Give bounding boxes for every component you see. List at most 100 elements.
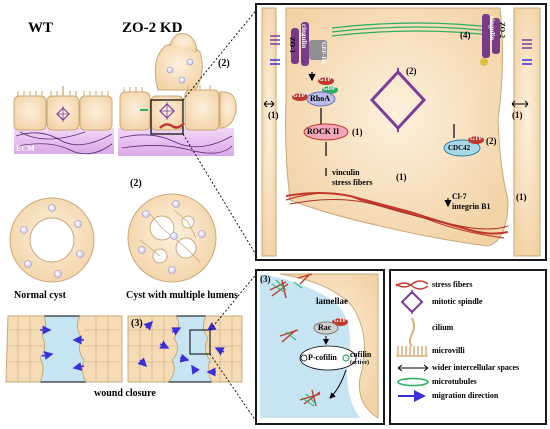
cofilin-dot bbox=[342, 354, 350, 362]
stress-fiber-icon bbox=[395, 280, 429, 290]
cofilin-ellipse bbox=[299, 345, 357, 371]
receptor-icons bbox=[270, 35, 532, 65]
mitotic-spindle-legend-icon bbox=[400, 290, 424, 314]
kd-nucleus-2 bbox=[186, 58, 194, 66]
cell-detail-panel bbox=[255, 3, 547, 261]
gtp-label-2: GTP bbox=[293, 93, 306, 99]
spindle-step-label: (2) bbox=[406, 66, 417, 76]
cingulin-left-label: cingulin bbox=[300, 24, 308, 49]
mitotic-spindle-icon bbox=[369, 68, 427, 132]
gtp-pill-1 bbox=[318, 77, 334, 85]
p-cofilin-label: P-cofilin bbox=[308, 353, 337, 362]
kd-cell-1 bbox=[119, 91, 151, 131]
wt-cell-1 bbox=[13, 95, 47, 131]
legend-label-wider-spaces: wider intercellular spaces bbox=[432, 363, 520, 372]
legend-label-stress-fibers: stress fibers bbox=[432, 280, 473, 289]
gef-h1-box bbox=[309, 40, 327, 60]
kd-title: ZO-2 KD bbox=[122, 20, 183, 36]
wt-ecm-fibers bbox=[15, 131, 113, 155]
microtubule-bundle bbox=[331, 22, 499, 37]
pathway-arrows bbox=[312, 72, 455, 156]
integrin-label: integrin B1 bbox=[452, 202, 491, 211]
right-step-4-label: (4) bbox=[460, 30, 471, 40]
cilium-icon bbox=[409, 317, 415, 347]
rac-label: Rac bbox=[318, 323, 332, 332]
zo2-right-label: ZO-2 bbox=[498, 22, 506, 38]
kd-bulging-cell bbox=[219, 91, 237, 129]
kd-ecm-fibers bbox=[119, 134, 233, 154]
normal-cyst-label: Normal cyst bbox=[14, 290, 66, 301]
stress-fiber-bundle-3 bbox=[289, 199, 509, 230]
regulation-arrows bbox=[325, 168, 448, 206]
cyst-step-2-label: (2) bbox=[130, 178, 142, 189]
lamellae-cell bbox=[279, 273, 379, 419]
wt-title: WT bbox=[28, 20, 54, 36]
rhoa-label: RhoA bbox=[310, 94, 331, 103]
wt-spindle-icon bbox=[56, 106, 70, 122]
gtp-pill-2 bbox=[292, 93, 308, 101]
lamellae-microtubules bbox=[271, 279, 317, 407]
p-cofilin-dot bbox=[300, 354, 308, 362]
wt-epithelium bbox=[13, 86, 114, 155]
right-space-step-label: (1) bbox=[512, 110, 523, 120]
wider-space-arrows bbox=[263, 100, 529, 108]
microvilli-icon bbox=[396, 346, 428, 357]
kd-spindle-icon bbox=[159, 102, 175, 120]
multi-lumen-cyst-label: Cyst with multiple lumens bbox=[126, 290, 238, 301]
rock2-pill bbox=[303, 123, 349, 141]
cl7-step-label: (1) bbox=[516, 192, 527, 202]
kd-wound-zoom-box bbox=[189, 329, 211, 355]
microtubule-icon bbox=[397, 377, 429, 387]
legend-label-cilium: cilium bbox=[432, 323, 454, 332]
rac-pill bbox=[313, 321, 339, 335]
kd-nucleus-3 bbox=[178, 76, 186, 84]
lamellae-step-label: (3) bbox=[260, 274, 271, 284]
legend-label-microtubules: microtubules bbox=[432, 377, 477, 386]
cdc42-step-label: (2) bbox=[486, 136, 497, 146]
legend-label-microvilli: microvilli bbox=[432, 346, 465, 355]
stress-fibers-step-label: (1) bbox=[396, 172, 407, 182]
lamellae-gtp-label: GTP bbox=[334, 318, 347, 324]
zoom-connector-top bbox=[182, 7, 259, 259]
legend-panel bbox=[389, 269, 547, 425]
cdc42-pill bbox=[443, 139, 481, 157]
neighbor-cell-right bbox=[513, 7, 541, 257]
neighbor-cell-left bbox=[261, 7, 277, 257]
gtp-pill-3 bbox=[468, 136, 484, 144]
zo1-label: ZO-1 bbox=[288, 37, 296, 53]
gtp-label-3: GTP bbox=[470, 136, 483, 142]
lamellae-panel bbox=[255, 269, 385, 425]
lamellae-label: lamellae bbox=[316, 296, 348, 306]
legend-label-mitotic-spindle: mitotic spindle bbox=[432, 297, 483, 306]
ecm-label: ECM bbox=[16, 144, 35, 153]
normal-cyst bbox=[9, 197, 95, 283]
legend-label-migration: migration direction bbox=[432, 391, 499, 400]
normal-cyst-lumen bbox=[29, 217, 75, 263]
zo1-left-icon bbox=[291, 22, 327, 66]
kd-epithelium bbox=[118, 33, 237, 156]
rhoa-pill bbox=[306, 91, 336, 107]
vinculin-label: vinculin bbox=[332, 168, 360, 177]
cl7-label: Cl-7 bbox=[452, 192, 467, 201]
cofilin-label: cofilin bbox=[350, 350, 372, 359]
kd-step-2-label: (2) bbox=[218, 58, 230, 69]
cingulin-right-label: cingulin bbox=[488, 16, 496, 41]
gef-h1-label: GEF-H1 bbox=[320, 42, 326, 64]
left-space-step-label: (1) bbox=[268, 110, 279, 120]
zoom-connector-bottom bbox=[209, 271, 259, 425]
zo2-right-icon bbox=[480, 14, 500, 66]
kd-nucleus-1 bbox=[166, 66, 174, 74]
gdp-label: GDP bbox=[323, 86, 336, 92]
stress-fibers-label: stress fibers bbox=[332, 178, 373, 187]
multi-lumen-cyst bbox=[127, 193, 217, 283]
cdc42-label: CDC42 bbox=[448, 144, 471, 152]
rock2-step-label: (1) bbox=[352, 127, 363, 137]
rock2-label: ROCK II bbox=[307, 127, 340, 136]
wound-step-3-label: (3) bbox=[131, 318, 143, 329]
kd-stress-fiber bbox=[159, 122, 185, 129]
wt-wound-panel bbox=[5, 315, 123, 383]
lamellae-wound-space bbox=[260, 274, 360, 418]
gtp-label-1: GTP bbox=[319, 77, 332, 83]
wt-microvilli bbox=[17, 91, 109, 96]
